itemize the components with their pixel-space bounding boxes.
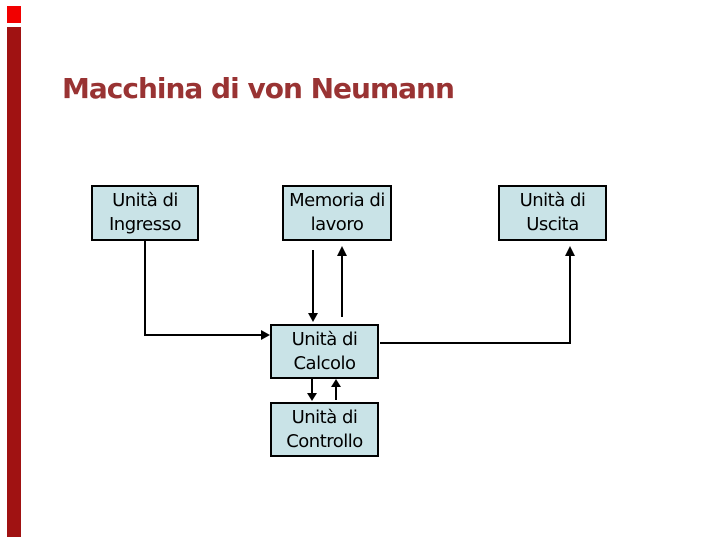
- arrow-ingresso-to-calcolo: [144, 241, 270, 340]
- node-unita-uscita: Unità di Uscita: [498, 185, 607, 241]
- arrow-calcolo-to-uscita: [380, 246, 575, 344]
- accent-bar-main: [7, 27, 21, 537]
- arrow-calcolo-to-memoria: [337, 246, 347, 317]
- arrow-controllo-to-calcolo: [331, 379, 341, 400]
- node-unita-ingresso: Unità di Ingresso: [91, 185, 199, 241]
- node-unita-controllo: Unità di Controllo: [270, 402, 379, 457]
- arrow-memoria-to-calcolo: [308, 250, 318, 322]
- arrow-calcolo-to-controllo: [307, 379, 317, 401]
- slide-title: Macchina di von Neumann: [62, 72, 455, 105]
- accent-bar-top: [7, 6, 21, 23]
- node-unita-calcolo: Unità di Calcolo: [270, 324, 379, 379]
- node-memoria-lavoro: Memoria di lavoro: [282, 185, 392, 241]
